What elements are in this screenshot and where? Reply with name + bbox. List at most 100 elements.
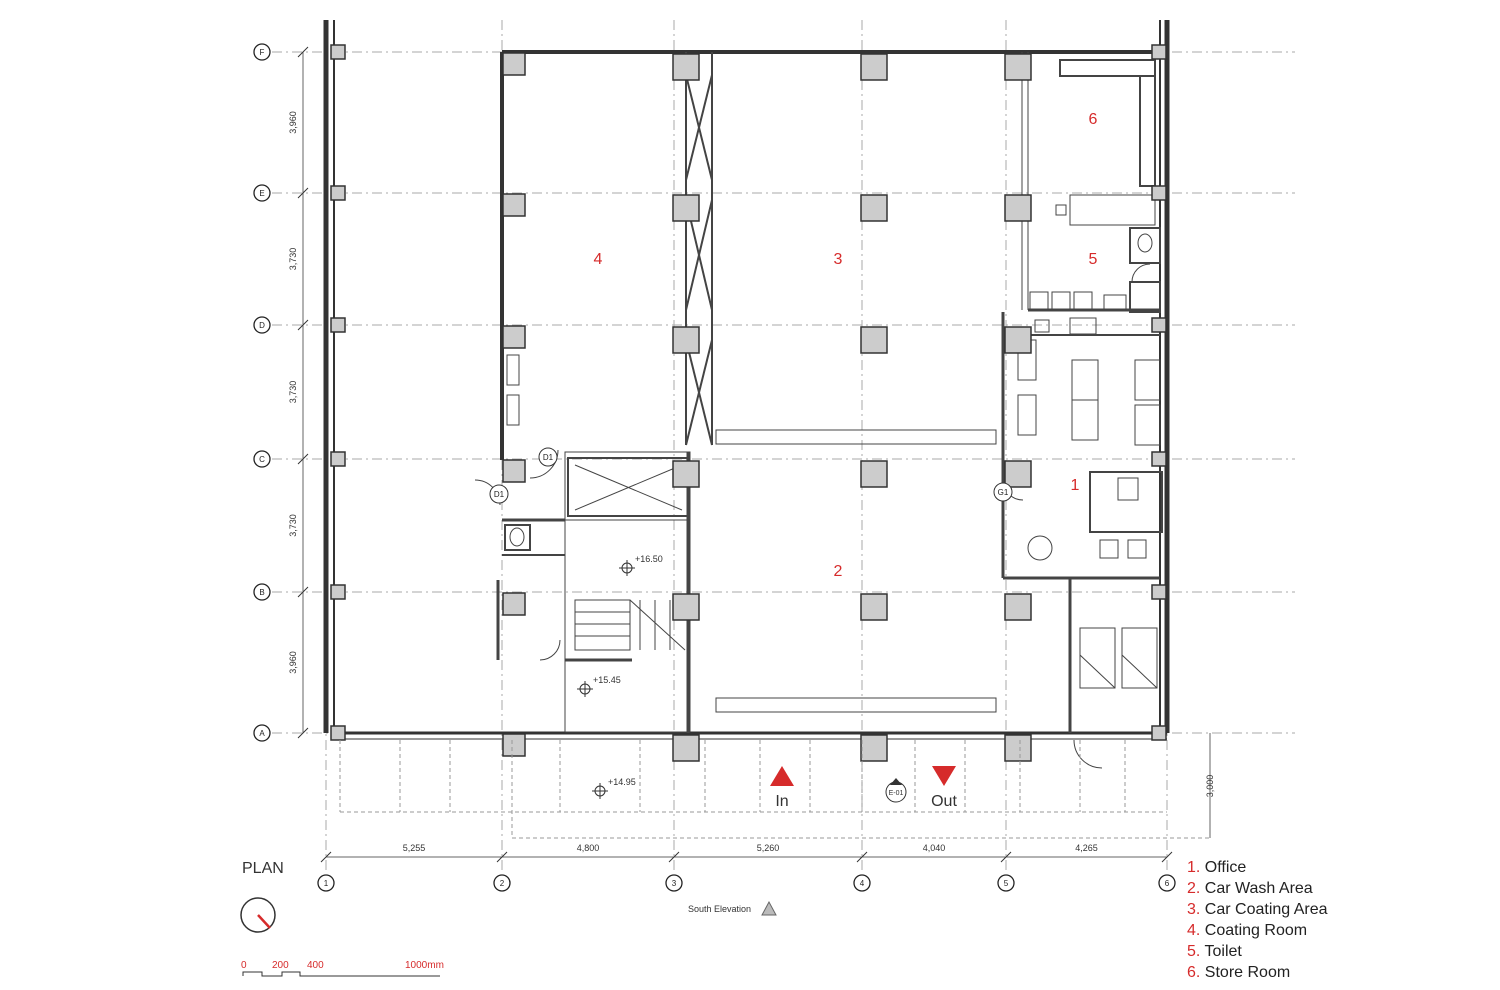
- col-dimension: 5,255: [403, 843, 426, 853]
- dim-tick: [1161, 851, 1173, 863]
- column: [330, 44, 346, 60]
- column: [502, 592, 526, 616]
- legend-item: 5. Toilet: [1187, 943, 1242, 960]
- dim-tick: [496, 851, 508, 863]
- scale-label-400: 400: [307, 960, 324, 971]
- row-dimension: 3,730: [288, 514, 298, 537]
- grid-bubble-col: [665, 874, 683, 892]
- dim-tick: [320, 851, 332, 863]
- row-dimension: 3,730: [288, 248, 298, 271]
- legend-label: Office: [1205, 859, 1247, 876]
- south-elevation-label: South Elevation: [688, 904, 751, 914]
- column: [502, 325, 526, 349]
- legend-label: Car Wash Area: [1205, 880, 1313, 897]
- column: [1004, 194, 1032, 222]
- legend-item: 3. Car Coating Area: [1187, 901, 1328, 918]
- room-number: 1: [1071, 477, 1080, 494]
- col-dimension: 5,260: [757, 843, 780, 853]
- grid-bubble-label: E: [259, 189, 264, 198]
- column: [1004, 593, 1032, 621]
- level-text: +14.95: [608, 777, 636, 787]
- room-number: 3: [834, 251, 843, 268]
- column: [330, 725, 346, 741]
- grid-bubble-row: [253, 43, 271, 61]
- legend-item: 1. Office: [1187, 859, 1246, 876]
- legend-number: 4.: [1187, 922, 1205, 939]
- column: [502, 459, 526, 483]
- legend-number: 2.: [1187, 880, 1205, 897]
- structural-columns: [330, 44, 1167, 762]
- legend-number: 1.: [1187, 859, 1205, 876]
- grid-bubble-col: [493, 874, 511, 892]
- grid-bubble-row: [253, 316, 271, 334]
- out-arrow-icon: [932, 766, 956, 786]
- grid-bubble-label: 4: [860, 879, 865, 888]
- in-label: In: [775, 793, 788, 810]
- level-markers: +16.50+15.45+14.95: [577, 554, 663, 799]
- column: [672, 734, 700, 762]
- column: [330, 317, 346, 333]
- column: [672, 326, 700, 354]
- column: [860, 53, 888, 81]
- grid-bubble-col: [853, 874, 871, 892]
- column: [672, 194, 700, 222]
- row-dimension: 3,960: [288, 651, 298, 674]
- column: [1004, 326, 1032, 354]
- col-dimension: 4,265: [1075, 843, 1098, 853]
- door-tag-bubble: [538, 447, 558, 467]
- grid-bubble-label: 1: [324, 879, 329, 888]
- scale-label-200: 200: [272, 960, 289, 971]
- grid-bubble-col: [317, 874, 335, 892]
- legend-label: Coating Room: [1205, 922, 1307, 939]
- elevation-triangle-icon: [761, 900, 777, 916]
- column: [1151, 317, 1167, 333]
- grid-bubble-row: [253, 184, 271, 202]
- door-tag-text: D1: [494, 490, 505, 499]
- column: [502, 52, 526, 76]
- section-tag-text: E-01: [889, 790, 904, 797]
- scale-bar: 0 200 400 1000mm: [241, 960, 444, 977]
- dimension-ticks: [297, 46, 1173, 863]
- door-tag-text: G1: [998, 488, 1009, 497]
- column: [1004, 460, 1032, 488]
- grid-bubble-row: [253, 450, 271, 468]
- grid-bubble-label: 6: [1165, 879, 1170, 888]
- grid-bubble-label: C: [259, 455, 265, 464]
- out-label: Out: [931, 793, 957, 810]
- dim-tick: [297, 187, 309, 199]
- dimension-lines: [302, 52, 1211, 858]
- column: [502, 193, 526, 217]
- column: [1151, 451, 1167, 467]
- column: [672, 460, 700, 488]
- legend-label: Toilet: [1205, 943, 1243, 960]
- grid-bubble-label: 3: [672, 879, 677, 888]
- legend-number: 5.: [1187, 943, 1205, 960]
- front-apron: [339, 740, 1210, 839]
- dim-tick: [668, 851, 680, 863]
- column: [330, 584, 346, 600]
- column: [860, 460, 888, 488]
- exterior-walls: [323, 20, 1170, 740]
- column: [1151, 725, 1167, 741]
- interior-partitions: [474, 52, 997, 733]
- dim-tick: [297, 46, 309, 58]
- level-text: +15.45: [593, 675, 621, 685]
- legend-item: 2. Car Wash Area: [1187, 880, 1313, 897]
- legend-item: 6. Store Room: [1187, 964, 1290, 981]
- section-marker: E-01: [885, 778, 907, 803]
- grid-bubble-row: [253, 724, 271, 742]
- grid-bubble-row: [253, 583, 271, 601]
- column: [1151, 584, 1167, 600]
- col-dimension: 4,800: [577, 843, 600, 853]
- column: [860, 326, 888, 354]
- column: [1151, 185, 1167, 201]
- door-tag-text: D1: [543, 453, 554, 462]
- row-dimension: 3,730: [288, 381, 298, 404]
- column: [1004, 53, 1032, 81]
- grid-bubble-label: 5: [1004, 879, 1009, 888]
